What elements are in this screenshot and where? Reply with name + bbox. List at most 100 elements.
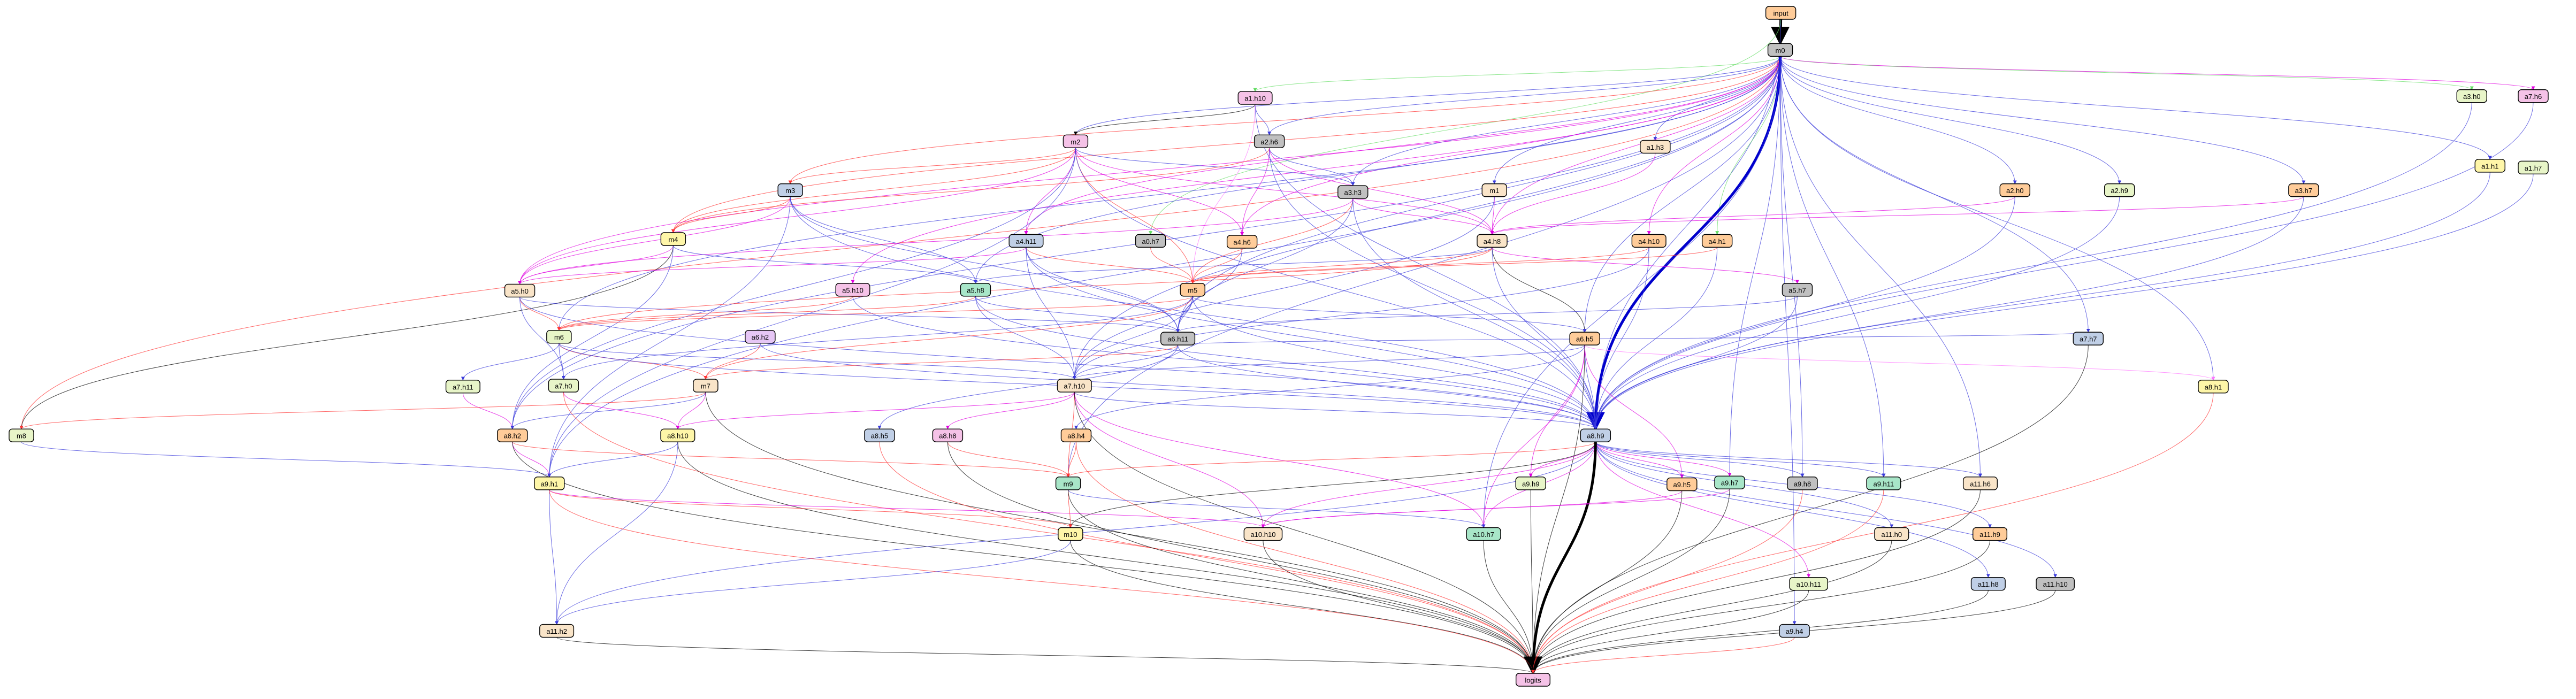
edge-m0-to-a2.h0 xyxy=(1780,56,2017,185)
node-a5.h7[interactable]: a5.h7 xyxy=(1782,283,1813,297)
node-label: a8.h1 xyxy=(2205,383,2222,391)
edge-m2-to-m5 xyxy=(1075,148,1195,284)
edge-a8.h9-to-a9.h11 xyxy=(1595,441,1886,478)
node-a3.h3[interactable]: a3.h3 xyxy=(1337,185,1369,199)
node-a7.h10[interactable]: a7.h10 xyxy=(1057,379,1092,393)
node-a2.h0[interactable]: a2.h0 xyxy=(1999,183,2030,197)
node-m3[interactable]: m3 xyxy=(777,183,803,197)
edge-a5.h0-to-a7.h0 xyxy=(519,297,565,380)
node-box xyxy=(835,283,870,297)
node-a4.h1[interactable]: a4.h1 xyxy=(1701,234,1733,248)
node-a7.h0[interactable]: a7.h0 xyxy=(548,379,579,393)
node-a9.h8[interactable]: a9.h8 xyxy=(1787,477,1818,490)
node-a8.h9[interactable]: a8.h9 xyxy=(1580,428,1611,442)
node-m1[interactable]: m1 xyxy=(1481,183,1507,197)
edge-a9.h1-to-a10.h10 xyxy=(549,489,1265,528)
node-box xyxy=(2518,89,2549,103)
node-a4.h6[interactable]: a4.h6 xyxy=(1226,235,1258,249)
node-a1.h10[interactable]: a1.h10 xyxy=(1237,91,1273,105)
edge-a6.h11-to-a8.h5 xyxy=(877,345,1179,429)
node-a3.h0[interactable]: a3.h0 xyxy=(2456,89,2487,103)
node-a11.h0[interactable]: a11.h0 xyxy=(1874,527,1909,541)
node-a10.h10[interactable]: a10.h10 xyxy=(1243,527,1283,541)
node-a0.h7[interactable]: a0.h7 xyxy=(1135,234,1166,248)
node-m7[interactable]: m7 xyxy=(693,379,718,393)
edge-a6.h2-to-a8.h9 xyxy=(760,343,1597,429)
node-a8.h5[interactable]: a8.h5 xyxy=(864,428,895,442)
node-m4[interactable]: m4 xyxy=(660,232,686,246)
node-a8.h10[interactable]: a8.h10 xyxy=(660,428,695,442)
node-a9.h11[interactable]: a9.h11 xyxy=(1866,477,1901,490)
node-label: a10.h7 xyxy=(1473,531,1494,539)
node-logits[interactable]: logits xyxy=(1515,673,1550,687)
edge-m0-to-a4.h10 xyxy=(1647,56,1781,235)
node-a11.h6[interactable]: a11.h6 xyxy=(1962,477,1998,490)
node-box xyxy=(548,379,579,393)
node-a2.h6[interactable]: a2.h6 xyxy=(1253,134,1285,148)
edge-a3.h3-to-m5 xyxy=(1190,198,1354,284)
node-m2[interactable]: m2 xyxy=(1062,134,1089,148)
node-m10[interactable]: m10 xyxy=(1058,527,1083,541)
node-m5[interactable]: m5 xyxy=(1180,283,1205,297)
edge-m9-to-a10.h7 xyxy=(1068,489,1486,528)
node-a1.h3[interactable]: a1.h3 xyxy=(1640,140,1671,154)
edge-a7.h10-to-a8.h9 xyxy=(1074,391,1597,429)
node-m8[interactable]: m8 xyxy=(9,428,34,442)
node-box xyxy=(1515,673,1550,687)
node-a6.h2[interactable]: a6.h2 xyxy=(745,330,776,344)
edge-m2-to-m3 xyxy=(788,148,1076,185)
node-a1.h7[interactable]: a1.h7 xyxy=(2518,160,2549,175)
node-box xyxy=(1667,477,1698,491)
node-a10.h7[interactable]: a10.h7 xyxy=(1466,527,1501,541)
edge-m0-to-a2.h9 xyxy=(1780,56,2122,185)
node-a11.h2[interactable]: a11.h2 xyxy=(539,624,575,638)
node-a4.h8[interactable]: a4.h8 xyxy=(1477,234,1508,248)
edge-a11.h6-to-logits xyxy=(1531,489,1981,674)
node-a11.h8[interactable]: a11.h8 xyxy=(1970,577,2006,591)
node-a8.h4[interactable]: a8.h4 xyxy=(1060,428,1092,442)
node-a7.h6[interactable]: a7.h6 xyxy=(2518,89,2549,103)
node-a8.h8[interactable]: a8.h8 xyxy=(932,428,964,442)
node-a5.h0[interactable]: a5.h0 xyxy=(504,283,536,298)
edge-m3-to-a8.h9 xyxy=(790,196,1597,429)
edge-a4.h10-to-a7.h10 xyxy=(1072,247,1649,380)
edge-a7.h10-to-a10.h10 xyxy=(1074,392,1265,528)
node-input[interactable]: input xyxy=(1765,6,1797,20)
node-label: m2 xyxy=(1071,138,1080,146)
node-a9.h9[interactable]: a9.h9 xyxy=(1515,477,1546,490)
node-m6[interactable]: m6 xyxy=(546,330,572,344)
node-a9.h5[interactable]: a9.h5 xyxy=(1667,477,1698,491)
node-a3.h7[interactable]: a3.h7 xyxy=(2288,183,2319,197)
node-a9.h1[interactable]: a9.h1 xyxy=(534,477,565,490)
node-a9.h7[interactable]: a9.h7 xyxy=(1714,475,1745,489)
node-a4.h10[interactable]: a4.h10 xyxy=(1631,234,1667,248)
node-a11.h9[interactable]: a11.h9 xyxy=(1973,527,2008,541)
node-a10.h11[interactable]: a10.h11 xyxy=(1789,577,1828,591)
edge-a6.h11-to-m7 xyxy=(704,344,1179,380)
node-a1.h1[interactable]: a1.h1 xyxy=(2474,159,2505,173)
node-a5.h8[interactable]: a5.h8 xyxy=(960,283,991,297)
node-a7.h7[interactable]: a7.h7 xyxy=(2073,332,2104,345)
edge-m0-to-a7.h10 xyxy=(1072,56,1781,380)
node-label: a8.h2 xyxy=(503,432,521,440)
node-a7.h11[interactable]: a7.h11 xyxy=(445,380,480,394)
edge-m7-to-a8.h2 xyxy=(510,391,706,429)
edge-m8-to-a9.h1 xyxy=(21,441,552,478)
node-m9[interactable]: m9 xyxy=(1055,477,1081,490)
node-a9.h4[interactable]: a9.h4 xyxy=(1779,624,1810,638)
node-a6.h11[interactable]: a6.h11 xyxy=(1160,332,1196,345)
edge-a6.h11-to-a8.h9 xyxy=(1178,345,1597,429)
node-m0[interactable]: m0 xyxy=(1767,43,1793,57)
node-a8.h2[interactable]: a8.h2 xyxy=(497,428,528,442)
edge-m1-to-a4.h8 xyxy=(1490,196,1495,235)
node-a8.h1[interactable]: a8.h1 xyxy=(2198,380,2229,394)
node-a11.h10[interactable]: a11.h10 xyxy=(2036,577,2075,591)
edge-a9.h8-to-logits xyxy=(1531,489,1803,674)
node-a5.h10[interactable]: a5.h10 xyxy=(835,283,870,297)
node-a6.h5[interactable]: a6.h5 xyxy=(1569,332,1600,345)
edge-m0-to-a9.h11 xyxy=(1780,56,1886,478)
edge-m4-to-a5.h0 xyxy=(518,245,674,285)
node-a2.h9[interactable]: a2.h9 xyxy=(2104,183,2135,197)
node-a4.h11[interactable]: a4.h11 xyxy=(1008,234,1044,248)
node-box xyxy=(745,330,776,344)
